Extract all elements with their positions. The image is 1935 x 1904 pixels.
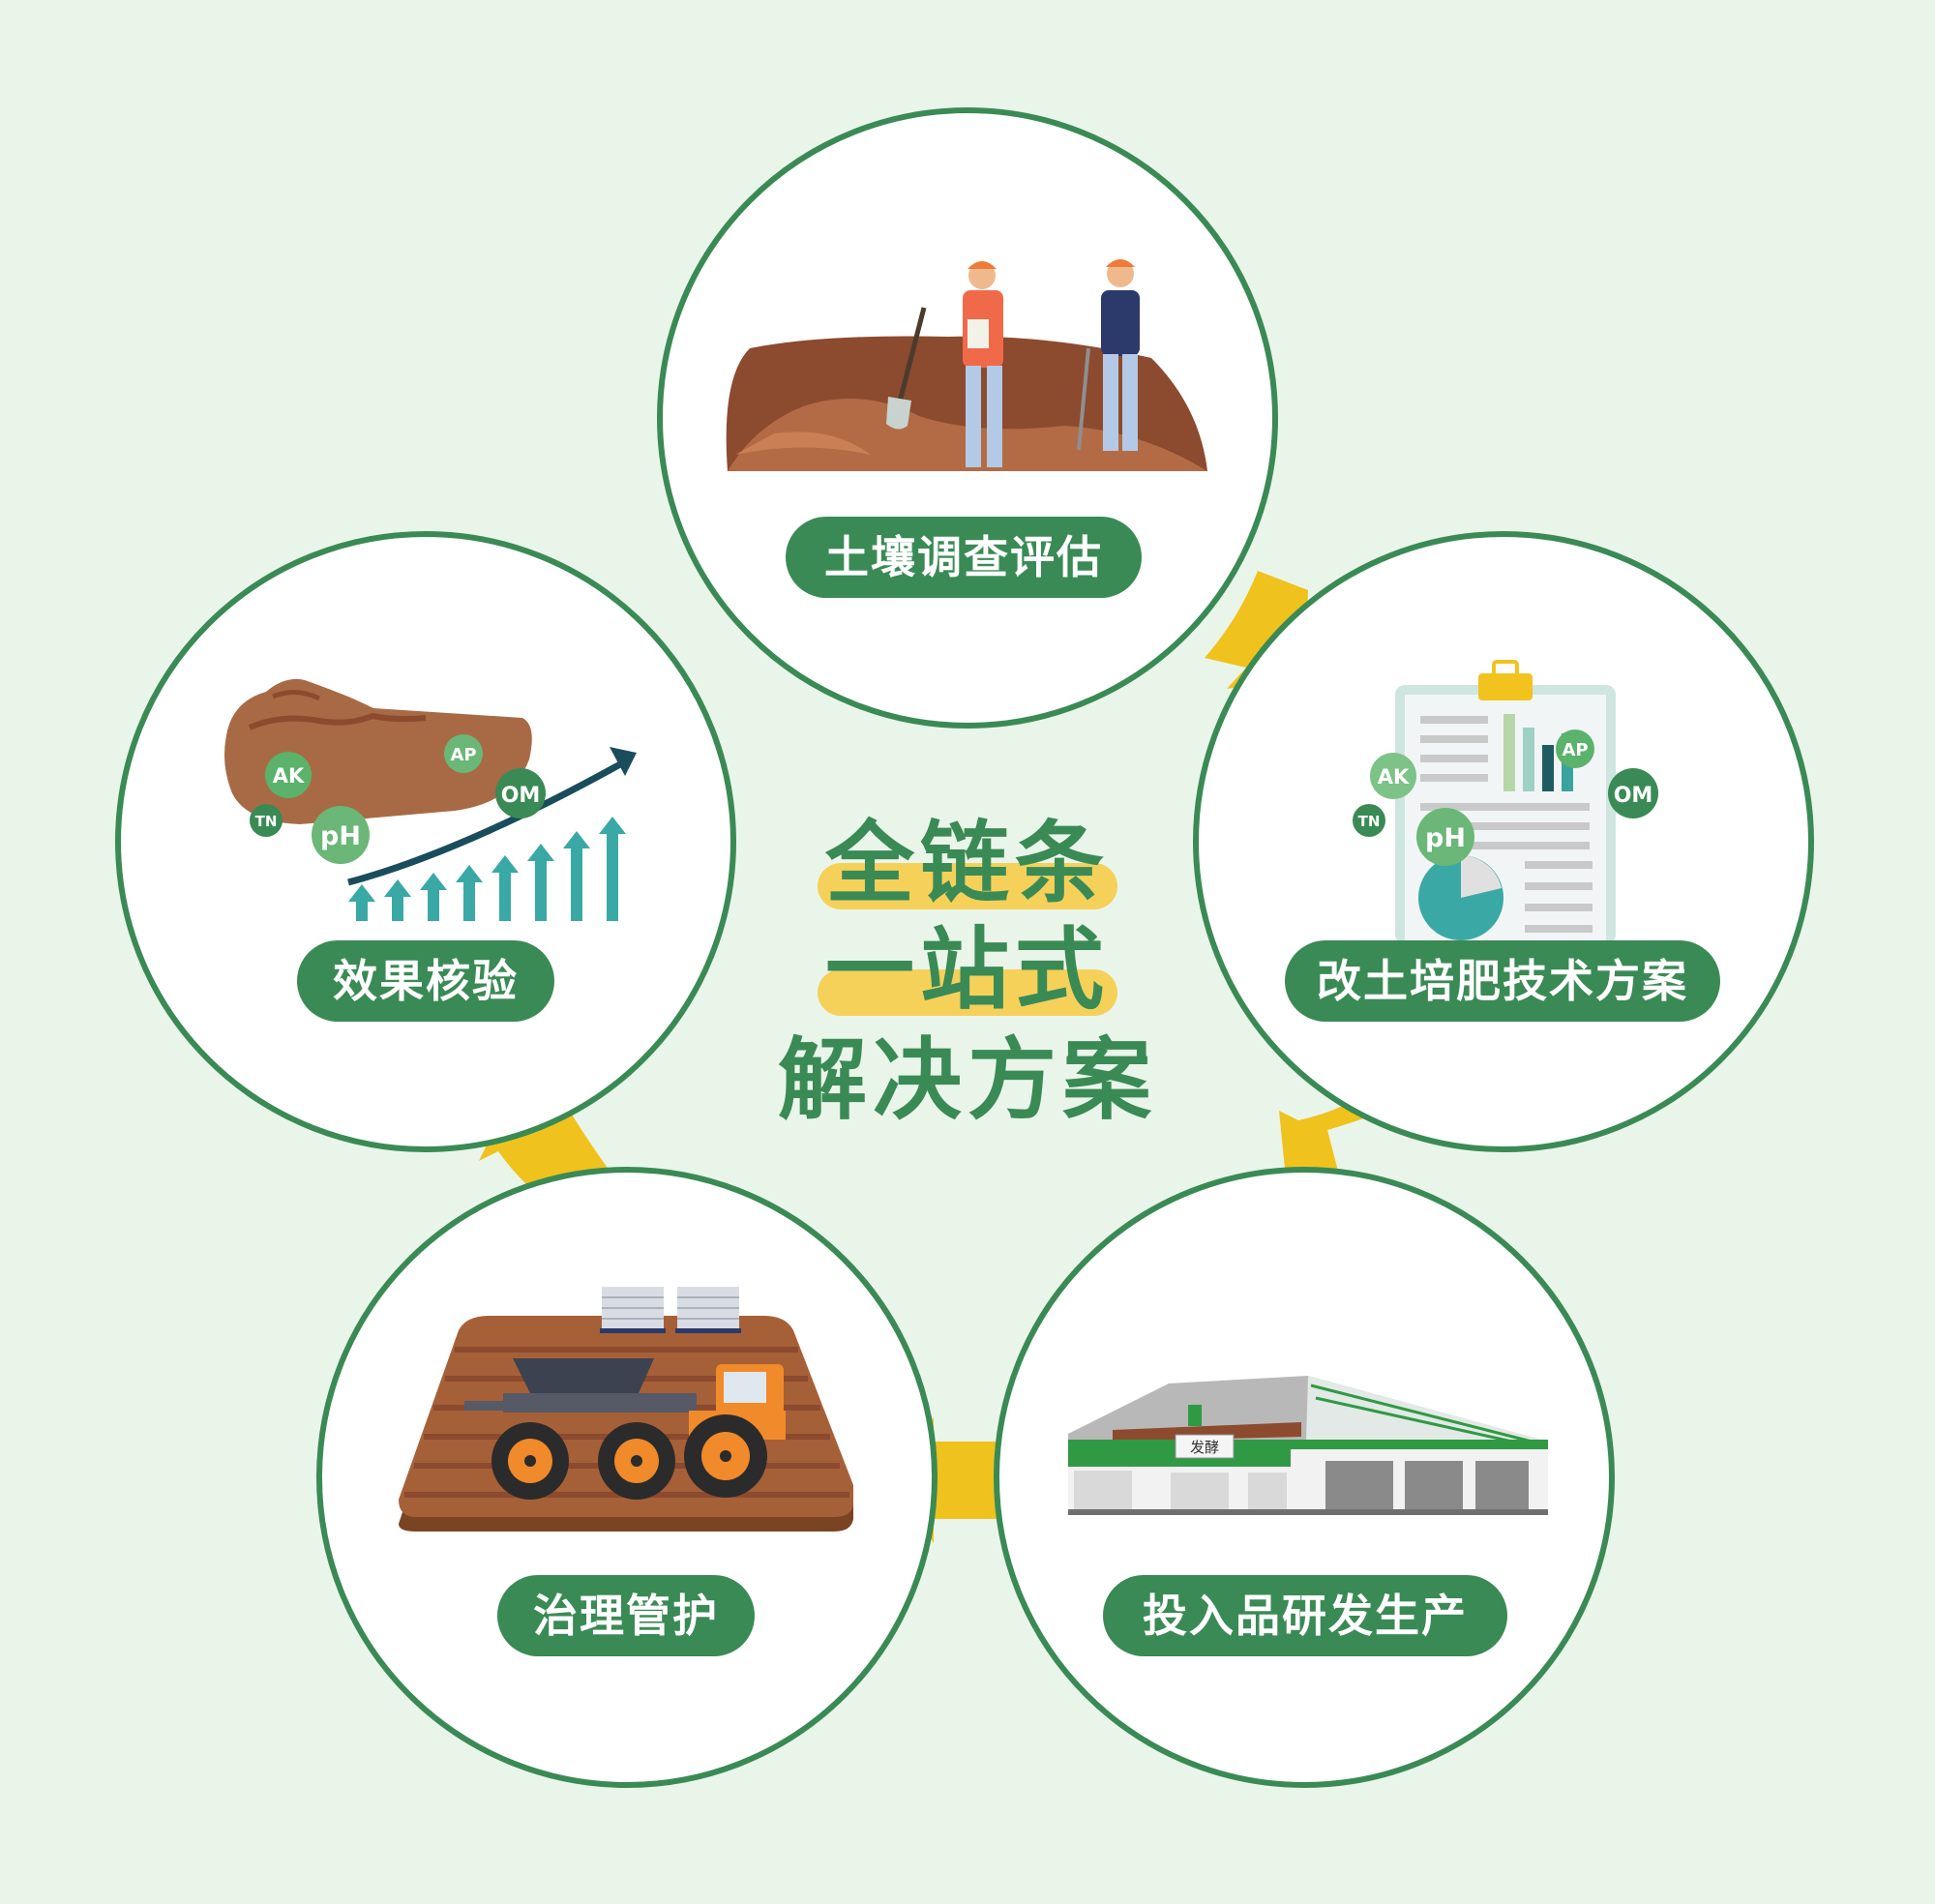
result-tn-bubble [250,804,283,837]
result-ap-text: AP [450,745,476,765]
result-ak-bubble [265,752,312,798]
indicator-ak-text: AK [1378,765,1410,788]
title-highlight-1 [817,863,1117,909]
indicator-tn-text: TN [1358,813,1381,830]
center-title-line2: 一站式 [0,917,1935,1024]
step-label-governance: 治理管护 [497,1575,755,1656]
result-ph-text: pH [320,821,361,851]
soil-survey-illustration [726,259,1207,471]
indicator-ap-text: AP [1562,740,1588,760]
factory-illustration: 发酵 [1068,1376,1548,1515]
result-ak-text: AK [273,764,305,788]
indicator-ak-bubble [1370,753,1416,799]
step-label-tech-plan: 改土培肥技术方案 [1285,940,1720,1022]
center-title-line1: 全链条 [0,811,1935,917]
fertilizer-spreader-tractor [464,1358,786,1500]
indicator-ph-bubble [1416,808,1474,866]
step-label-input-production: 投入品研发生产 [1103,1575,1507,1656]
fertilizer-bag-stack [600,1287,741,1333]
farm-field-illustration [399,1287,853,1532]
result-om-text: OM [501,784,541,808]
indicator-ph-text: pH [1425,823,1466,853]
factory-sign-board [1175,1434,1235,1459]
indicator-tn-bubble [1353,804,1385,837]
factory-sign-text: 发酵 [1190,1439,1219,1456]
growth-arrow-bars [348,817,626,921]
result-om-bubble [495,768,546,818]
step-label-result-verification: 效果核验 [297,940,554,1022]
indicator-om-bubble [1608,768,1658,818]
result-ph-bubble [312,806,370,864]
result-ap-bubble [444,734,483,773]
indicator-ap-bubble [1556,729,1594,768]
center-title-line3: 解决方案 [777,1028,1157,1132]
result-tn-text: TN [255,813,278,830]
step-label-soil-survey: 土壤调查评估 [786,517,1142,598]
tech-plan-indicator-bubbles [1353,729,1658,866]
title-highlight-2 [817,969,1117,1016]
result-indicator-bubbles [250,734,546,864]
indicator-om-text: OM [1614,784,1653,808]
